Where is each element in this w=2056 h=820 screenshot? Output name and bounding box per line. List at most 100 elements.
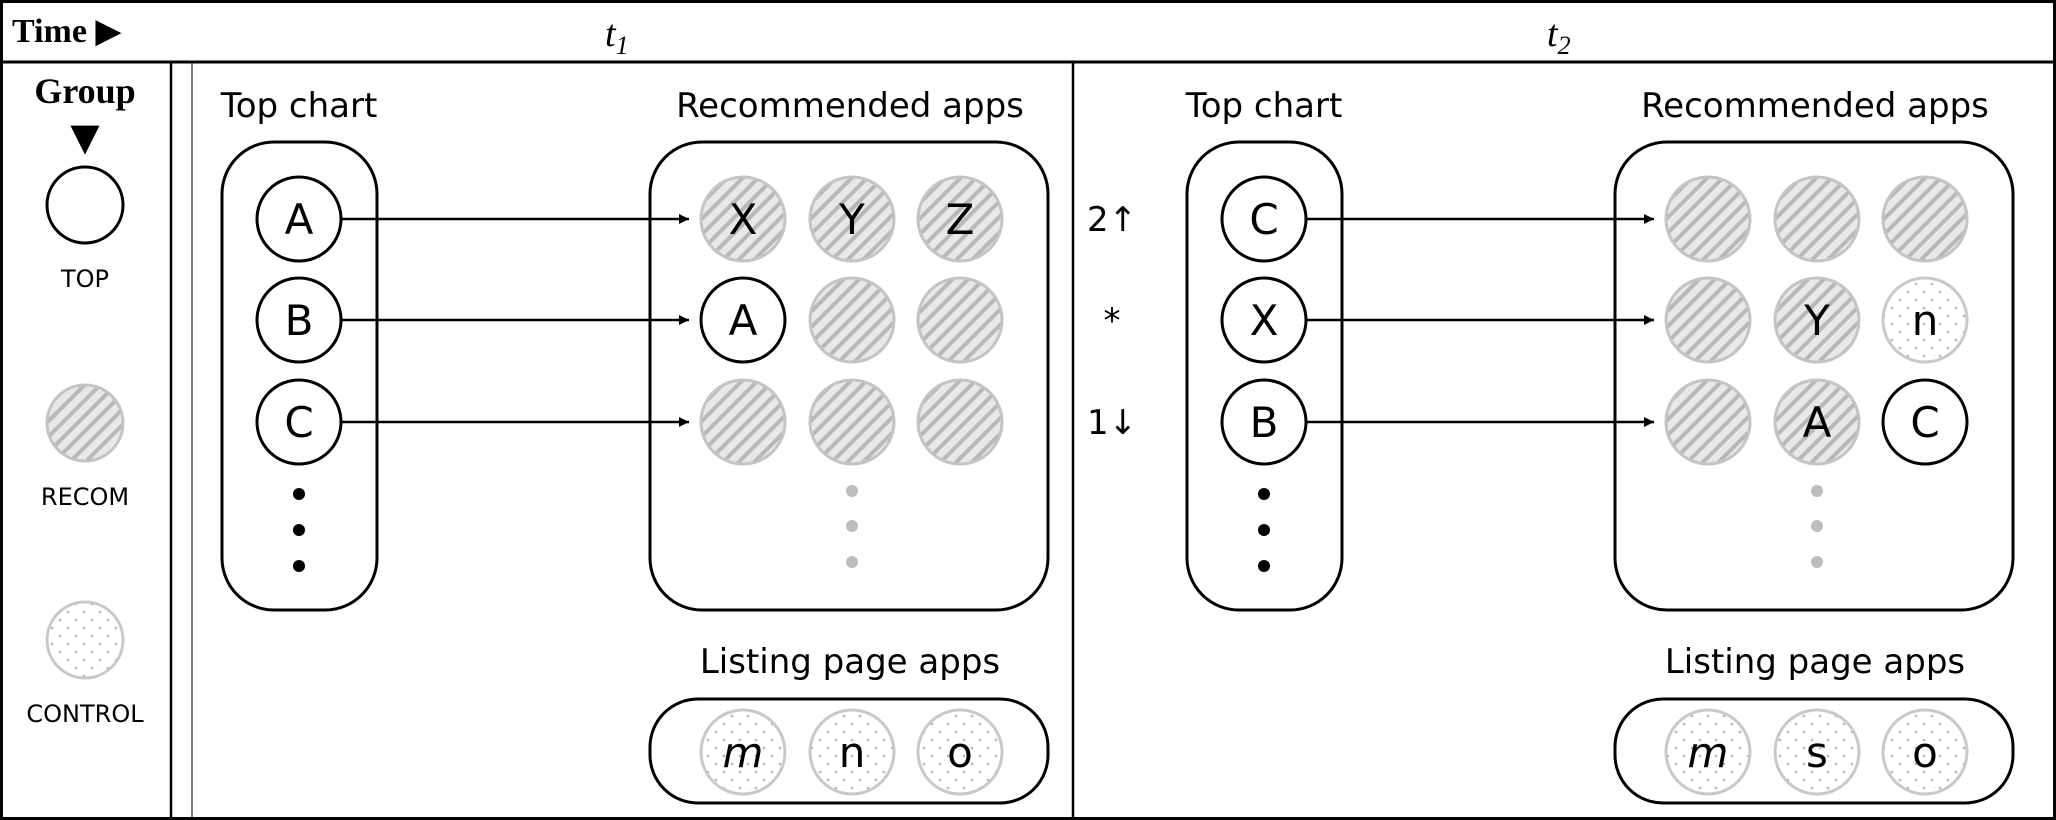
- ellipsis-dot: [846, 520, 858, 532]
- t1-heading: t1: [605, 13, 629, 60]
- recommended-apps-box: [648, 140, 1050, 612]
- app-label: Y: [838, 195, 865, 244]
- recommended-app: Y: [1773, 276, 1861, 364]
- app-label: o: [947, 728, 973, 777]
- legend-swatch: [45, 165, 125, 245]
- recommended-app: Y: [808, 175, 896, 263]
- legend-arrow: ▼: [70, 115, 100, 159]
- ellipsis-dot: [1811, 520, 1823, 532]
- app-circle-control: [1773, 708, 1861, 796]
- listing-app: m: [1664, 708, 1752, 796]
- listing-app: m: [699, 708, 787, 796]
- legend-item-control: CONTROL: [26, 600, 144, 728]
- top-chart-ellipsis: [293, 488, 305, 572]
- top-chart-title: Top chart: [220, 86, 378, 126]
- top-chart-title: Top chart: [1185, 86, 1343, 126]
- recommended-app: [916, 378, 1004, 466]
- t2-heading-base: t: [1547, 13, 1559, 55]
- app-circle-top: [1220, 175, 1308, 263]
- legend-label: RECOM: [41, 483, 129, 511]
- app-circle-recom: [808, 276, 896, 364]
- app-circle-recom: [916, 276, 1004, 364]
- top-chart-app: C: [255, 378, 343, 466]
- recommended-ellipsis: [846, 485, 858, 568]
- app-circle-recom: [1881, 175, 1969, 263]
- recommended-apps-box: [1613, 140, 2015, 612]
- app-circle-recom: [1664, 175, 1752, 263]
- app-label: s: [1806, 728, 1828, 777]
- app-label: m: [1688, 728, 1729, 777]
- legend-label: TOP: [60, 265, 109, 293]
- app-circle-top: [255, 175, 343, 263]
- listing-page-apps-box: [1613, 697, 2015, 805]
- rank-change-label: 1↓: [1087, 403, 1137, 443]
- top-chart-app: B: [255, 276, 343, 364]
- t2-heading-sub: 2: [1558, 31, 1571, 60]
- t1-heading-base: t: [605, 13, 617, 55]
- app-circle-recom: [699, 175, 787, 263]
- recommended-app: [808, 276, 896, 364]
- app-label: o: [1912, 728, 1938, 777]
- app-label: C: [1910, 398, 1939, 447]
- app-circle-top: [255, 378, 343, 466]
- app-circle-top: [1220, 378, 1308, 466]
- recommended-apps-title: Recommended apps: [1641, 86, 1989, 126]
- recommended-ellipsis: [1811, 485, 1823, 568]
- legend-item-recom: RECOM: [41, 383, 129, 511]
- recommended-app: A: [1773, 378, 1861, 466]
- app-circle-top: [1220, 276, 1308, 364]
- app-circle-control: [1881, 276, 1969, 364]
- recommended-app: [1773, 175, 1861, 263]
- app-label: A: [1803, 398, 1832, 447]
- top-chart-box: [220, 140, 379, 612]
- app-circle-recom: [808, 378, 896, 466]
- ellipsis-dot: [293, 524, 305, 536]
- legend-swatch: [45, 600, 125, 680]
- app-circle-control: [699, 708, 787, 796]
- app-label: X: [1250, 296, 1279, 345]
- recommended-apps-title: Recommended apps: [676, 86, 1024, 126]
- app-label: Y: [1803, 296, 1830, 345]
- app-circle-recom: [1773, 378, 1861, 466]
- recommended-app: [1664, 378, 1752, 466]
- legend-item-top: TOP: [45, 165, 125, 293]
- ellipsis-dot: [1258, 560, 1270, 572]
- time-label: Time ▶: [12, 13, 122, 50]
- t2-heading: t2: [1547, 13, 1571, 60]
- app-circle-recom: [916, 378, 1004, 466]
- top-chart-app: C: [1220, 175, 1308, 263]
- app-circle-recom: [808, 175, 896, 263]
- t1-heading-sub: 1: [616, 31, 629, 60]
- app-label: A: [729, 296, 758, 345]
- app-label: B: [1250, 398, 1279, 447]
- app-circle-control: [1664, 708, 1752, 796]
- recommended-app: X: [699, 175, 787, 263]
- ellipsis-dot: [1811, 556, 1823, 568]
- app-circle-recom: [1773, 175, 1861, 263]
- ellipsis-dot: [846, 556, 858, 568]
- app-circle-control: [916, 708, 1004, 796]
- app-label: n: [839, 728, 866, 777]
- listing-app: n: [808, 708, 896, 796]
- recommended-app: [1664, 175, 1752, 263]
- top-chart-app: A: [255, 175, 343, 263]
- legend-title: Group: [34, 71, 135, 111]
- legend-swatch: [45, 383, 125, 463]
- app-label: A: [285, 195, 314, 244]
- recommended-app: [916, 276, 1004, 364]
- listing-app: s: [1773, 708, 1861, 796]
- app-label: X: [729, 195, 758, 244]
- recommended-app: [808, 378, 896, 466]
- app-circle-top: [255, 276, 343, 364]
- app-label: C: [284, 398, 313, 447]
- listing-page-apps-title: Listing page apps: [700, 642, 1000, 682]
- app-label: Z: [946, 195, 975, 244]
- app-circle-recom: [1664, 276, 1752, 364]
- app-label: n: [1912, 296, 1939, 345]
- app-label: m: [723, 728, 764, 777]
- ellipsis-dot: [1258, 524, 1270, 536]
- recommended-app: n: [1881, 276, 1969, 364]
- app-circle-control: [1881, 708, 1969, 796]
- legend-label: CONTROL: [26, 700, 144, 728]
